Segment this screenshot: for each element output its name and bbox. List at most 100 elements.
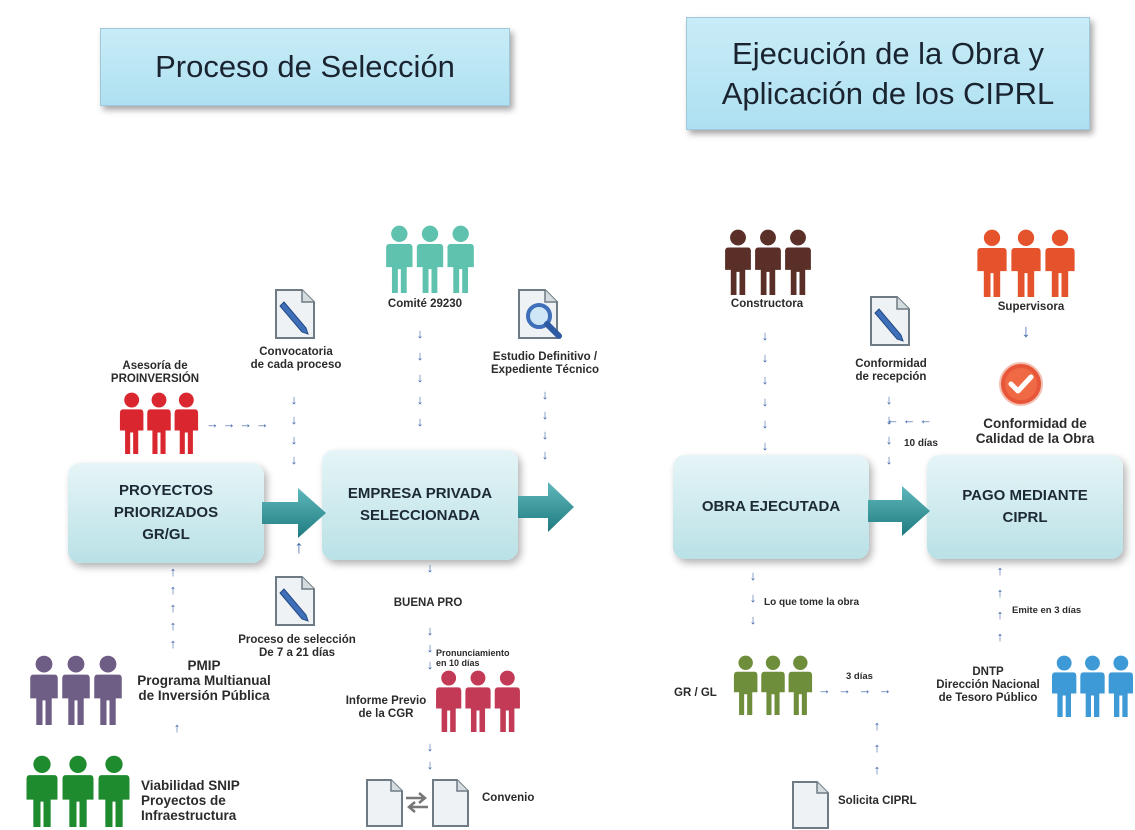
box-empresa-privada: EMPRESA PRIVADA SELECCIONADA <box>322 450 518 560</box>
person-head <box>69 755 87 773</box>
person-head <box>67 655 85 673</box>
person-head <box>421 225 439 242</box>
person-body <box>26 775 58 827</box>
flow-arrow-icon <box>262 488 326 538</box>
person-body <box>465 687 491 732</box>
label-buena-pro: BUENA PRO <box>393 597 463 609</box>
label-pronunciamiento: Pronunciamiento en 10 días <box>436 648 510 668</box>
small-arrows: → → → → <box>206 416 269 431</box>
person-head <box>790 229 806 246</box>
small-arrows: ↑ <box>294 537 304 557</box>
small-arrows: ↓ <box>1021 321 1031 341</box>
label-emite: Emite en 3 días <box>1012 605 1082 616</box>
small-arrows: ↑↑↑↑ <box>996 563 1004 644</box>
person-head <box>1113 655 1129 671</box>
label-gr-gl: GR / GL <box>674 687 717 699</box>
person-group-icon <box>26 755 130 827</box>
person-head <box>178 392 194 408</box>
label-3-dias: 3 días <box>846 671 873 682</box>
small-arrows: ↓↓↓ <box>749 568 757 627</box>
label-asesoria: Asesoría de PROINVERSIÓN <box>110 360 200 385</box>
person-group-icon <box>977 229 1075 297</box>
label-10-dias: 10 días <box>904 438 938 449</box>
small-arrows: ↓↓↓ <box>426 623 434 672</box>
person-body <box>62 674 90 725</box>
flow-arrow-icon <box>868 486 930 536</box>
header-ejecucion-obra: Ejecución de la Obra y Aplicación de los… <box>686 17 1090 130</box>
person-body <box>755 247 781 295</box>
small-arrows: ← ← ← <box>886 412 933 427</box>
document-icon <box>792 781 829 829</box>
header-ejecucion-line1: Ejecución de la Obra y <box>732 35 1044 71</box>
label-estudio: Estudio Definitivo / Expediente Técnico <box>490 351 599 376</box>
small-arrows: ↓↓↓↓ <box>885 392 893 467</box>
label-viabilidad: Viabilidad SNIP Proyectos de Infraestruc… <box>141 778 240 823</box>
person-head <box>1085 655 1100 671</box>
person-head <box>760 229 776 246</box>
person-head <box>765 655 781 670</box>
exchange-arrows-icon <box>406 792 428 813</box>
label-solicita: Solicita CIPRL <box>838 795 917 807</box>
person-head <box>452 225 469 242</box>
small-arrows: ↓ <box>426 560 434 575</box>
person-head <box>124 392 140 408</box>
label-supervisora: Supervisora <box>997 301 1065 313</box>
person-body <box>1108 672 1134 717</box>
person-body <box>416 244 444 293</box>
label-informe: Informe Previo de la CGR <box>345 695 427 720</box>
small-arrows: ↑↑↑↑↑ <box>169 564 177 651</box>
label-dntp: DNTP Dirección Nacional de Tesoro Públic… <box>936 666 1040 704</box>
person-group-icon <box>725 229 811 295</box>
person-group-icon <box>436 670 520 732</box>
small-arrows: ↑ <box>173 720 181 735</box>
label-convenio: Convenio <box>482 792 535 804</box>
person-body <box>788 671 813 715</box>
document-pen-icon <box>870 296 910 346</box>
label-convocatoria: Convocatoria de cada proceso <box>250 346 342 371</box>
person-group-icon <box>119 392 199 454</box>
person-body <box>733 671 758 715</box>
person-body <box>785 247 811 295</box>
label-conformidad-calidad: Conformidad de Calidad de la Obra <box>975 416 1095 446</box>
person-group-icon <box>386 225 474 293</box>
document-icon <box>432 779 469 827</box>
person-head <box>793 655 808 670</box>
person-body <box>30 674 58 725</box>
person-body <box>977 248 1007 297</box>
person-body <box>1045 248 1075 297</box>
person-body <box>147 409 171 454</box>
person-head <box>151 392 167 408</box>
person-body <box>94 674 122 725</box>
person-body <box>436 687 462 732</box>
document-icon <box>366 779 403 827</box>
document-search-icon <box>518 289 562 339</box>
document-pen-icon <box>275 289 315 339</box>
person-head <box>105 755 123 773</box>
small-arrows: ↓↓ <box>426 739 434 772</box>
box-proyectos-priorizados: PROYECTOS PRIORIZADOS GR/GL <box>68 463 264 563</box>
person-head <box>441 670 457 686</box>
small-arrows: ↓↓↓↓ <box>290 392 298 467</box>
header-proceso-seleccion-text: Proceso de Selección <box>155 49 455 84</box>
person-head <box>35 655 53 673</box>
person-head <box>391 225 408 242</box>
person-body <box>98 775 130 827</box>
check-badge-icon <box>999 362 1043 406</box>
person-body <box>386 244 413 293</box>
person-head <box>983 229 1001 246</box>
label-constructora: Constructora <box>730 298 804 310</box>
person-body <box>447 244 474 293</box>
small-arrows: ↓↓↓↓ <box>541 387 549 462</box>
small-arrows: ↓↓↓↓↓↓ <box>761 328 769 453</box>
person-body <box>174 409 199 454</box>
person-head <box>1056 655 1072 671</box>
person-body <box>62 775 94 827</box>
person-body <box>1011 248 1041 297</box>
flow-arrow-icon <box>518 482 574 532</box>
person-head <box>738 655 753 670</box>
small-arrows: → → → → <box>818 682 892 697</box>
person-group-icon <box>30 655 122 725</box>
small-arrows: ↓↓↓↓↓ <box>416 326 424 429</box>
header-proceso-seleccion: Proceso de Selección <box>100 28 510 106</box>
person-body <box>761 671 785 715</box>
